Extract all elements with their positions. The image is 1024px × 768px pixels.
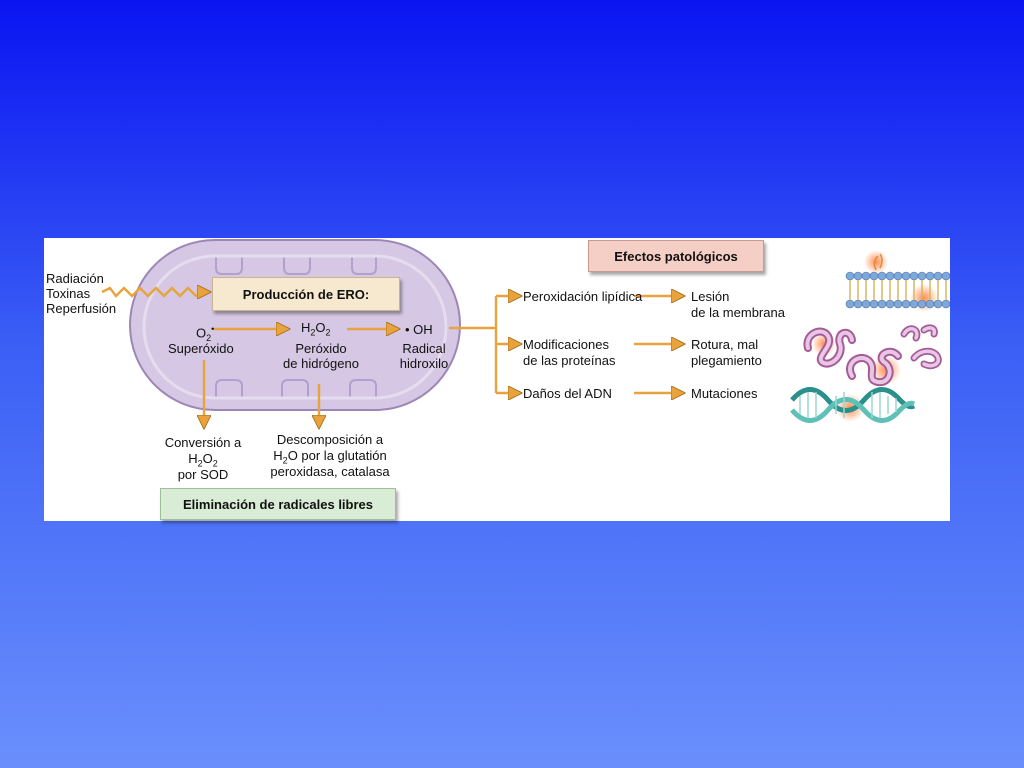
lipid-membrane-icon [845, 250, 950, 312]
effect-lipid-peroxidation: Peroxidación lipídica [523, 289, 643, 304]
sod-line-2: H2O2 [188, 451, 218, 469]
result-folding-1: Rotura, mal [691, 337, 759, 352]
hydroxyl-label-1: Radical [402, 341, 446, 356]
effects-box: Efectos patológicos [588, 240, 764, 272]
peroxide-label-1: Peróxido [295, 341, 347, 356]
result-mutations: Mutaciones [691, 386, 758, 401]
sod-line-1: Conversión a [164, 435, 242, 450]
effect-protein-mod-2: de las proteínas [523, 353, 616, 368]
cause-arrow [101, 288, 210, 296]
cause-toxins: Toxinas [46, 286, 91, 301]
production-box: Producción de ERO: [212, 277, 400, 311]
cause-reperfusion: Reperfusión [46, 301, 117, 316]
result-folding-2: plegamiento [691, 353, 762, 368]
hydroxyl-label-2: hidroxilo [399, 356, 449, 371]
elimination-box: Eliminación de radicales libres [160, 488, 396, 520]
ros-diagram: Radiación Toxinas Reperfusión Producción… [44, 238, 950, 521]
radical-dot: • [211, 324, 215, 334]
cause-radiation: Radiación [46, 271, 104, 286]
sod-line-3: por SOD [177, 467, 229, 482]
glutathione-line-1: Descomposición a [276, 432, 384, 447]
misfolded-protein-icon [803, 324, 942, 387]
peroxide-label-2: de hidrógeno [283, 356, 359, 371]
result-membrane-1: Lesión [691, 289, 730, 304]
superoxide-label: Superóxido [168, 341, 234, 356]
effect-dna-damage: Daños del ADN [523, 386, 612, 401]
effect-protein-mod-1: Modificaciones [523, 337, 609, 352]
hydroxyl-formula: • OH [405, 322, 433, 337]
peroxide-formula: H2O2 [301, 320, 331, 338]
superoxide-formula: O2• [196, 324, 215, 343]
dna-helix-icon [790, 387, 916, 423]
glutathione-line-2: H2O por la glutatión [273, 448, 387, 466]
result-membrane-2: de la membrana [691, 305, 785, 320]
glutathione-line-3: peroxidasa, catalasa [270, 464, 390, 479]
